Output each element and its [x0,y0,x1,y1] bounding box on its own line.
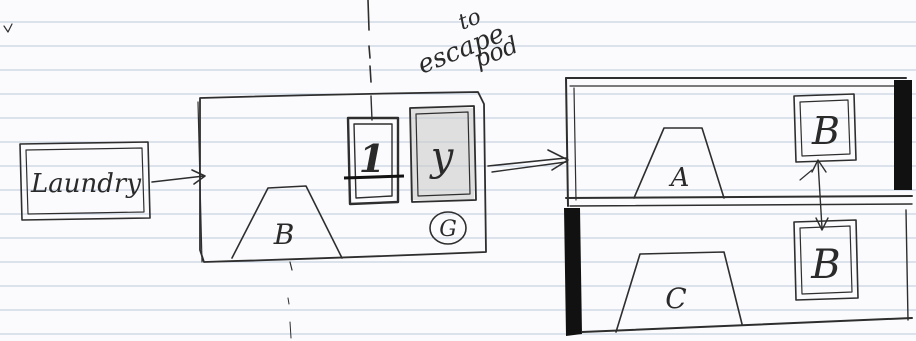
box-b-bottom-label: B [810,242,840,288]
door-y-label: y [429,134,455,180]
room-b-label: B [273,218,295,251]
escape-path-dashed-line [368,0,372,120]
door-1: 1 [344,118,404,204]
door-y: y [410,106,476,202]
pencil-tick [288,298,289,304]
lower-right-room: C B [564,208,912,336]
laundry-label: Laundry [30,169,141,199]
pencil-tick [290,322,291,338]
arrow-room-to-right-block [488,150,568,172]
circle-g-label: G [439,217,457,242]
escape-pod-note: to escape pod [413,4,522,80]
door-1-label: 1 [359,136,385,181]
b-connector-arrow [800,160,828,230]
room-c-label: C [665,282,686,315]
room-a-label: A [669,163,690,193]
arrow-laundry-to-room [152,170,205,184]
box-b-top-label: B [811,109,840,153]
circle-g: G [430,212,466,244]
stray-mark [4,24,12,32]
laundry-room: Laundry [20,142,150,220]
